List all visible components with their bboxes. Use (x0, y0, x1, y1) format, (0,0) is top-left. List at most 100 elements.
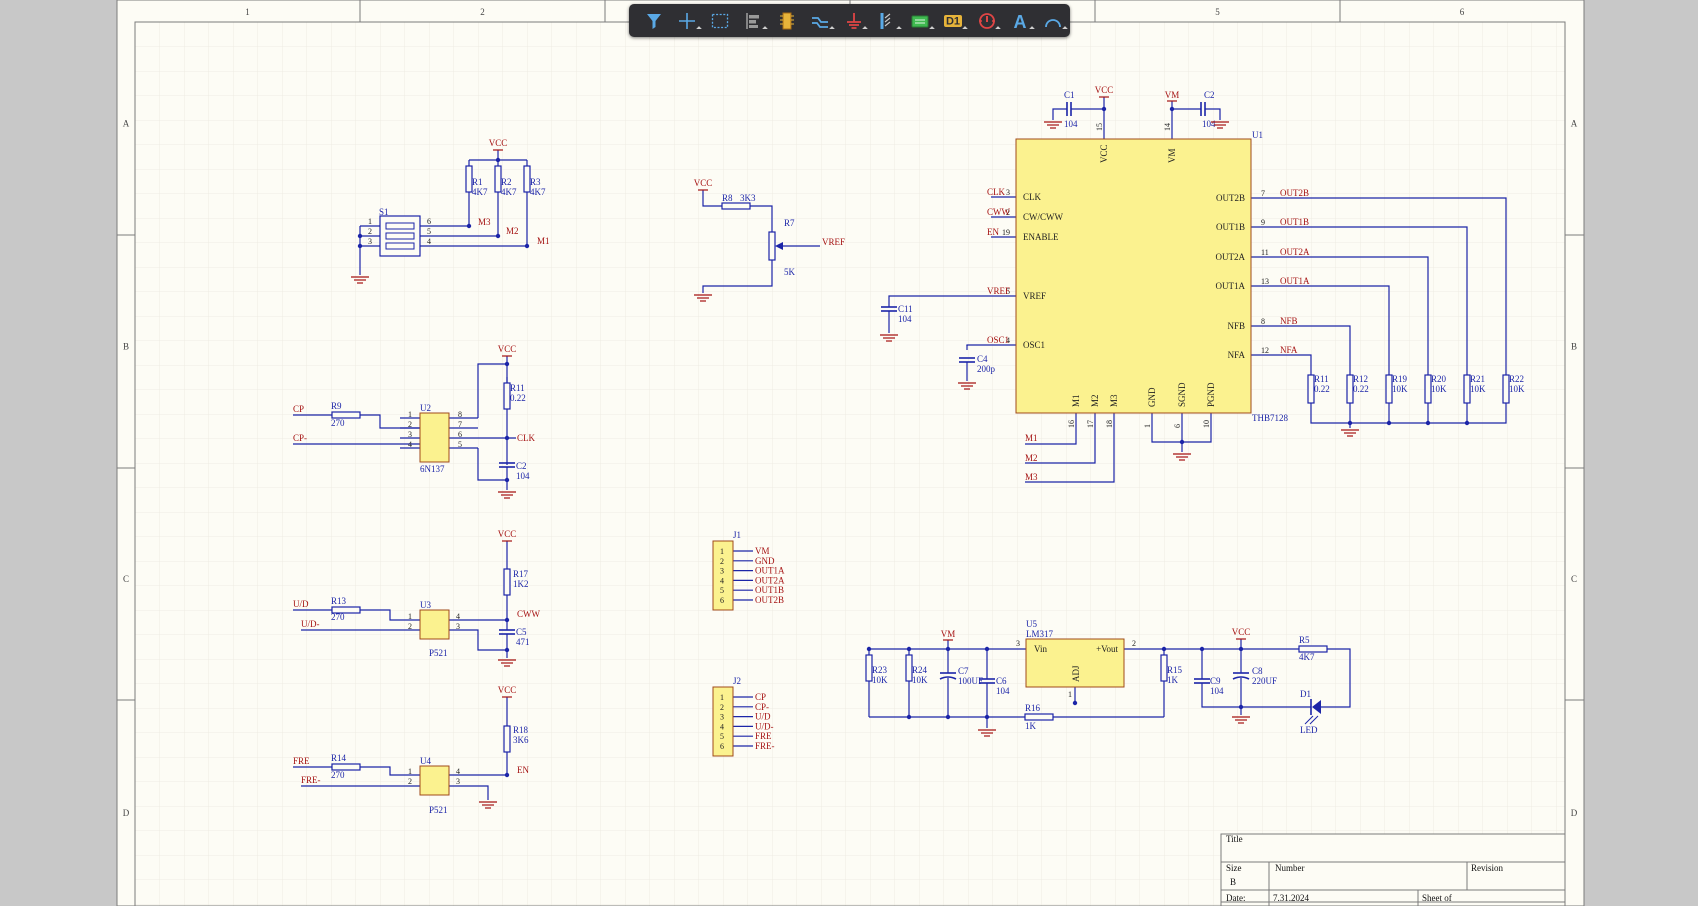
resistor-ref: R18 (513, 725, 529, 735)
pin-number: 2 (720, 557, 724, 566)
net-label: CLK (517, 433, 536, 443)
net-label: OUT1A (755, 566, 785, 576)
led-arrow (1304, 715, 1314, 725)
pin-number: 1 (408, 410, 412, 419)
net-label: M3 (1025, 472, 1038, 482)
border-column-mark: 6 (1460, 7, 1465, 17)
resistor-value: 10K (1392, 384, 1408, 394)
capacitor-ref: C8 (1252, 666, 1263, 676)
junction-dot (504, 617, 510, 623)
wire (360, 609, 420, 621)
u1-pin-name: VM (1167, 148, 1177, 163)
pin-number: 6 (720, 596, 724, 605)
capacitor-value: 471 (516, 637, 530, 647)
capacitor-value: 104 (516, 471, 530, 481)
u1-pin-name: OUT1B (1216, 222, 1245, 232)
filter-tool-button[interactable] (637, 7, 670, 35)
power-ground-tool-button[interactable] (837, 7, 870, 35)
directive-tool-button[interactable] (970, 7, 1003, 35)
filter-icon (646, 13, 661, 29)
capacitor-ref: C2 (1204, 90, 1215, 100)
potentiometer-body (768, 231, 776, 261)
directive-icon (978, 12, 995, 29)
net-label: M1 (537, 236, 550, 246)
resistor-body (1424, 374, 1432, 404)
pin-number: 1 (720, 547, 724, 556)
net-label: FRE (755, 731, 772, 741)
u1-pin-number: 3 (1006, 188, 1010, 197)
component-tool-button[interactable] (770, 7, 803, 35)
bus-tool-button[interactable] (870, 7, 903, 35)
wire (477, 448, 507, 481)
capacitor-ref: C4 (977, 354, 988, 364)
wires (293, 97, 1507, 800)
u1-pin-number: 2 (1006, 208, 1010, 217)
align-icon (745, 12, 759, 29)
u1-pin-number: 19 (1002, 228, 1010, 237)
u1-pin-number: 8 (1261, 317, 1265, 326)
wire (1310, 403, 1507, 424)
net-label: CP- (755, 702, 769, 712)
capacitor-value: 104 (898, 314, 912, 324)
resistor-value: 270 (331, 612, 345, 622)
dropdown-caret-icon (862, 25, 869, 32)
border-zone-marks: 123456AABBCCDD (117, 0, 1584, 818)
pin-number: 7 (458, 420, 462, 429)
border-row-mark: B (1571, 342, 1577, 352)
pin-number: 1 (720, 693, 724, 702)
u1-pin-number: 9 (1261, 218, 1265, 227)
arc-tool-button[interactable] (1037, 7, 1070, 35)
pin-number: 4 (408, 440, 412, 449)
potentiometer-wiper (775, 242, 783, 250)
net-label: CP (755, 692, 766, 702)
net-label: CWW (987, 207, 1010, 217)
wire (449, 629, 507, 651)
wire (1276, 285, 1390, 375)
resistor-ref: R11 (510, 383, 525, 393)
capacitor-plate (1232, 676, 1250, 680)
border-row-mark: D (1571, 808, 1578, 818)
capacitor-value: 104 (1202, 119, 1216, 129)
resistor-body (1024, 713, 1054, 721)
designator-tool-button[interactable]: D1 (937, 7, 970, 35)
u3-designator: U3 (420, 600, 431, 610)
crosshair-tool-button[interactable] (670, 7, 703, 35)
u1-pin-name: M3 (1109, 394, 1119, 407)
dip-switch-lever (385, 242, 415, 250)
power-port-label: VCC (1232, 627, 1251, 637)
u1-pin-name: ENABLE (1023, 232, 1059, 242)
resistor-body (1463, 374, 1471, 404)
u1-pin-name: SGND (1177, 382, 1187, 407)
junction-dot (357, 243, 363, 249)
harness-tool-button[interactable] (904, 7, 937, 35)
power-ground-icon (846, 12, 861, 29)
select-rectangle-tool-button[interactable] (704, 7, 737, 35)
resistor-value: 4K7 (1299, 652, 1315, 662)
pin-number: 4 (720, 576, 724, 585)
u1-pin-name: VREF (1023, 291, 1046, 301)
text-tool-button[interactable]: A (1003, 7, 1036, 35)
u1-pin-name: NFA (1228, 350, 1246, 360)
resistor-ref: R9 (331, 401, 342, 411)
u1-pin-number: 12 (1261, 346, 1269, 355)
u1-designator: U1 (1252, 130, 1263, 140)
title-block-frame (1220, 833, 1566, 906)
resistor-value: 10K (1431, 384, 1447, 394)
u1-pin-number: 6 (1173, 424, 1182, 428)
resistor-value: 10K (1470, 384, 1486, 394)
u1-body (1015, 138, 1252, 414)
pin-number: 5 (427, 227, 431, 236)
resistor-ref: R17 (513, 569, 529, 579)
align-tool-button[interactable] (737, 7, 770, 35)
u2-body (419, 412, 450, 463)
border-row-mark: A (1571, 119, 1578, 129)
wire-tool-button[interactable] (804, 7, 837, 35)
junction-dot (1179, 439, 1185, 445)
size-value: B (1230, 877, 1236, 887)
border-row-mark: C (123, 574, 129, 584)
junction-dot (1425, 420, 1431, 426)
capacitor-ref: C11 (898, 304, 913, 314)
capacitor-ref: C7 (958, 666, 969, 676)
